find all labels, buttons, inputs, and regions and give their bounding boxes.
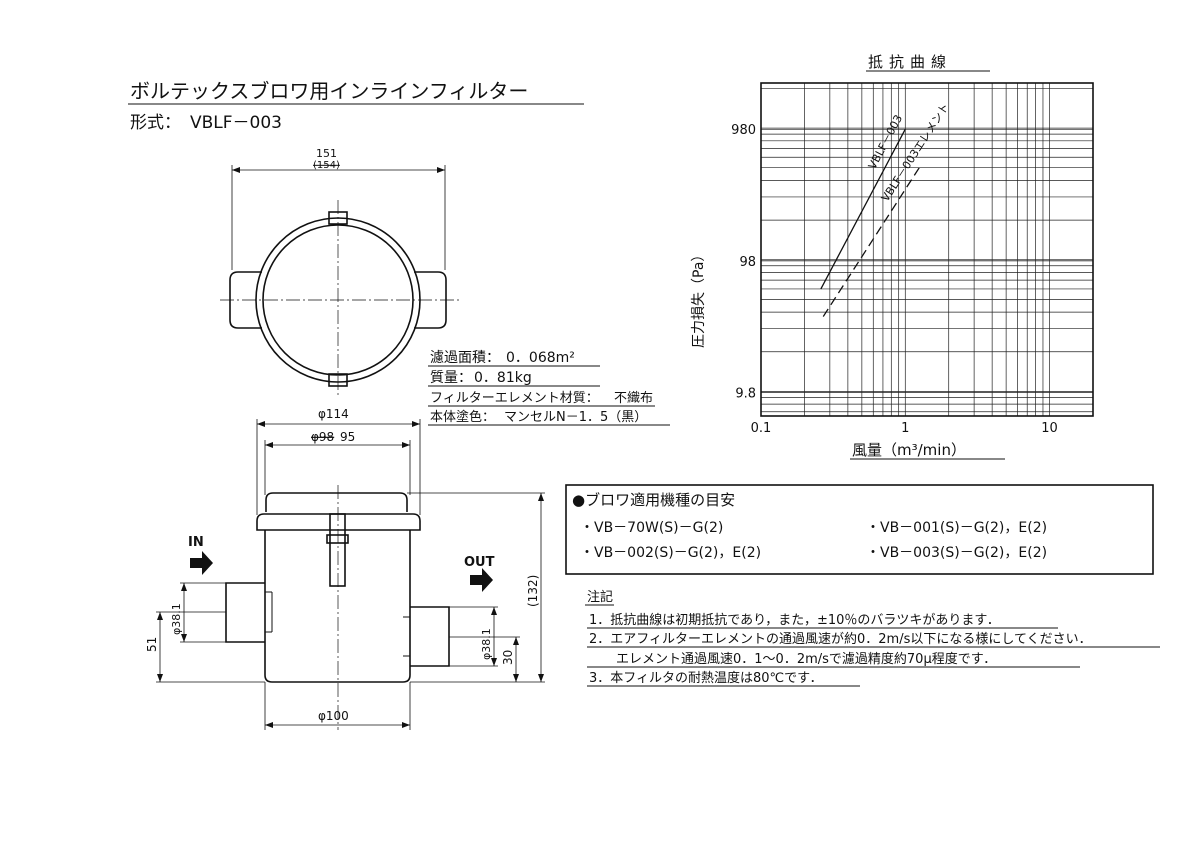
side-dim-bottom: φ100 <box>318 709 349 723</box>
filter-body <box>264 530 411 683</box>
spec-material-value: 不織布 <box>614 391 653 406</box>
arrowhead <box>437 167 445 173</box>
inlet-pipe <box>225 582 265 643</box>
spec-color-value: マンセルN－1．5（黒） <box>504 410 647 425</box>
arrowhead <box>181 583 187 591</box>
arrowhead <box>402 442 410 448</box>
side-clamp-latch <box>326 534 349 544</box>
lid-rim <box>256 513 421 531</box>
chart-x-label: 風量（m³/min） <box>852 441 966 459</box>
blower-box: ●ブロワ適用機種の目安 ・VB－70W(S)－G(2) ・VB－001(S)－G… <box>565 484 1154 575</box>
chart-x-tick-label: 0.1 <box>751 421 772 436</box>
side-dim-outlet-dia: φ38.1 <box>480 628 493 660</box>
side-dim-inner: 95 <box>340 430 355 444</box>
spec-material-label: フィルターエレメント材質： <box>430 391 599 406</box>
chart-y-label: 圧力損失（Pa） <box>691 248 707 348</box>
chart-y-tick-label: 980 <box>731 123 756 138</box>
blower-item: ・VB－002(S)－G(2)，E(2) <box>580 545 761 561</box>
side-view: φ114 φ98 95 IN O <box>145 407 545 730</box>
chart-series-line <box>822 167 920 317</box>
chart-x-tick-label: 1 <box>901 421 909 436</box>
in-label: IN <box>188 535 204 550</box>
note-line: エレメント通過風速0．1～0．2m/sで濾過精度約70μ程度です． <box>616 651 996 667</box>
blower-item: ・VB－70W(S)－G(2) <box>580 520 723 536</box>
chart-y-tick-label: 98 <box>739 255 756 270</box>
blower-box-frame <box>565 484 1154 575</box>
side-dim-inlet-height: 51 <box>145 637 159 652</box>
product-title: ボルテックスブロワ用インラインフィルター <box>130 79 528 103</box>
chart-series-label: VBLF－003エレメント <box>879 101 952 204</box>
arrowhead <box>181 634 187 642</box>
model-number: VBLF－003 <box>190 113 282 133</box>
outlet-pipe <box>410 606 450 667</box>
chart-title: 抵抗曲線 <box>868 53 952 71</box>
out-label: OUT <box>464 555 495 570</box>
in-arrow-icon <box>190 551 213 575</box>
side-dim-inner-old: φ98 <box>311 430 334 444</box>
spec-color-label: 本体塗色： <box>430 409 495 425</box>
chart-x-tick-label: 10 <box>1041 421 1058 436</box>
chart-y-tick-label: 9.8 <box>735 387 756 402</box>
specs-block: 濾過面積： 0．068m² 質量： 0．81kg フィルターエレメント材質： 不… <box>428 350 670 426</box>
arrowhead <box>157 612 163 620</box>
note-line: 2．エアフィルターエレメントの通過風速が約0．2m/s以下になる様にしてください… <box>589 632 1092 647</box>
arrowhead <box>265 442 273 448</box>
lid-top <box>265 492 408 512</box>
arrowhead <box>257 421 265 427</box>
arrowhead <box>513 637 519 645</box>
top-view: 151 (154) <box>220 147 460 395</box>
chart-frame <box>760 82 1094 417</box>
chart-grid <box>761 83 1093 416</box>
note-line: 1．抵抗曲線は初期抵抗であり，また，±10％のバラツキがあります． <box>589 612 1000 628</box>
chart-series-line <box>820 128 906 290</box>
model-label: 形式： <box>130 113 181 133</box>
resistance-chart: 抵抗曲線 0.1 1 10 9.8 98 980 VBLF－003VBLF－003エレメン… <box>691 53 1094 460</box>
arrowhead <box>491 607 497 615</box>
arrowhead <box>157 674 163 682</box>
arrowhead <box>538 493 544 501</box>
spec-area-label: 濾過面積： <box>430 350 500 366</box>
blower-item: ・VB－001(S)－G(2)，E(2) <box>866 520 1047 536</box>
arrowhead <box>402 722 410 728</box>
spec-area-value: 0．068m² <box>506 350 575 366</box>
arrowhead <box>513 674 519 682</box>
side-dim-inlet-dia: φ38.1 <box>170 603 183 635</box>
arrowhead <box>232 167 240 173</box>
top-dim-width: 151 <box>316 147 337 160</box>
note-line: 3．本フィルタの耐熱温度は80℃です． <box>589 670 823 686</box>
spec-mass-value: 0．81kg <box>474 370 532 386</box>
out-arrow-icon <box>470 568 493 592</box>
top-dim-width-old: (154) <box>313 160 340 171</box>
blower-heading: ●ブロワ適用機種の目安 <box>572 491 735 509</box>
notes-heading: 注記 <box>587 589 613 605</box>
side-dim-height: (132) <box>526 575 540 607</box>
arrowhead <box>491 658 497 666</box>
arrowhead <box>265 722 273 728</box>
chart-ticks: 0.1 1 10 9.8 98 980 <box>731 123 1058 436</box>
side-dim-outer: φ114 <box>318 407 349 421</box>
notes-block: 注記 1．抵抗曲線は初期抵抗であり，また，±10％のバラツキがあります． 2．エ… <box>585 589 1160 687</box>
side-clamp <box>329 513 346 587</box>
spec-mass-label: 質量： <box>430 370 472 386</box>
arrowhead <box>538 674 544 682</box>
side-dim-outlet-height: 30 <box>501 650 515 665</box>
arrowhead <box>412 421 420 427</box>
blower-item: ・VB－003(S)－G(2)，E(2) <box>866 545 1047 561</box>
